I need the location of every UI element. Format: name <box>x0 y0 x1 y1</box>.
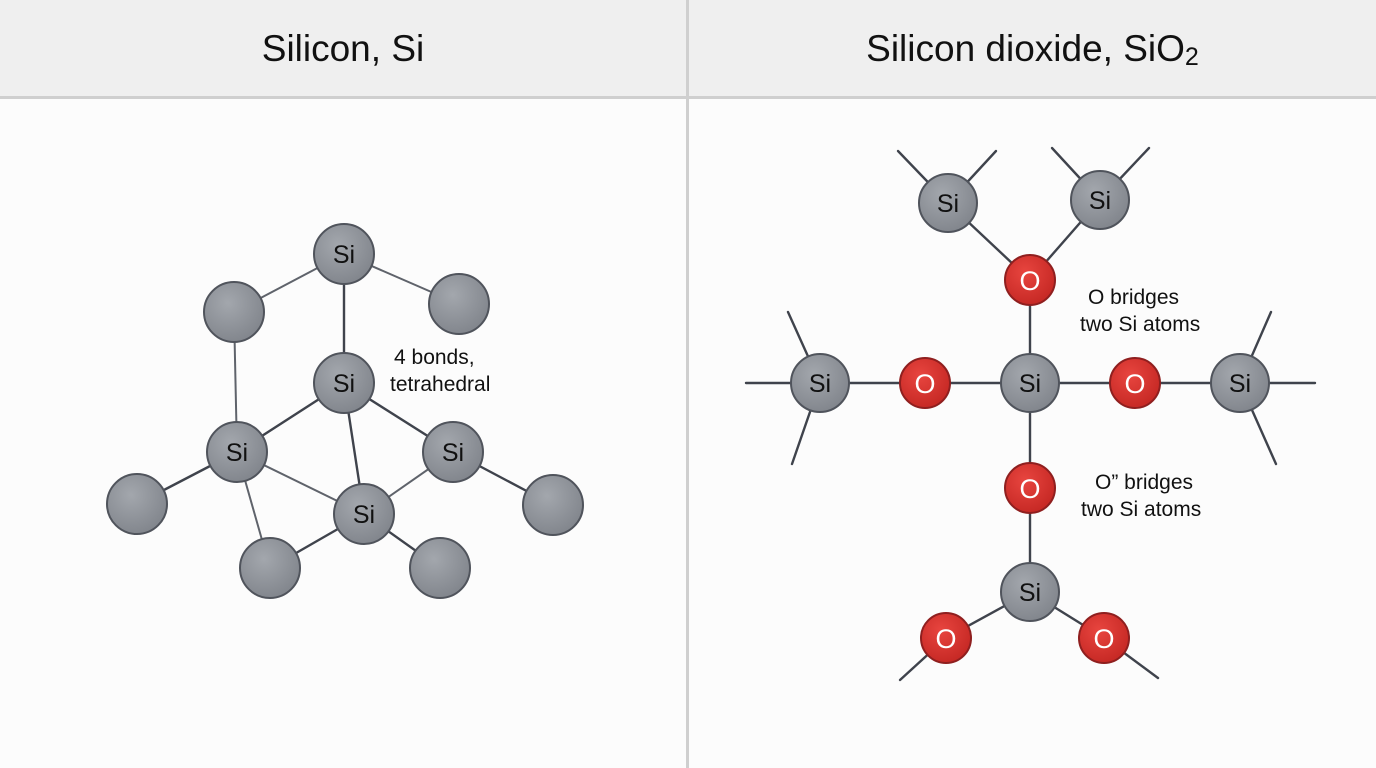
o-atom-label: O <box>935 624 956 654</box>
sio2-atoms: Si Si O Si O Si O Si O Si <box>790 170 1270 664</box>
silicon-structure: Si Si Si Si Si 4 bonds, tetrahedral <box>106 223 584 599</box>
si-atom <box>1000 562 1060 622</box>
neighbor-atom <box>203 281 265 343</box>
neighbor-atom <box>106 473 168 535</box>
si-atom-label: Si <box>442 439 464 467</box>
si-atom-label: Si <box>1089 187 1111 215</box>
si-atom-label: Si <box>937 190 959 218</box>
panel-divider <box>686 0 689 768</box>
neighbor-atom <box>522 474 584 536</box>
o-atom-label: O <box>914 369 935 399</box>
si-atom-label: Si <box>333 241 355 269</box>
o-atom <box>899 357 951 409</box>
si-atom-label: Si <box>353 501 375 529</box>
o-atom <box>920 612 972 664</box>
si-atom-label: Si <box>809 370 831 398</box>
si-atom-label: Si <box>1019 579 1041 607</box>
neighbor-atom <box>409 537 471 599</box>
annotation-o-bridges-bottom-line-1: O” bridges <box>1095 471 1193 494</box>
o-atom <box>1109 357 1161 409</box>
si-atom <box>1070 170 1130 230</box>
si-atom <box>1210 353 1270 413</box>
silicon-atoms: Si Si Si Si Si <box>106 223 584 599</box>
neighbor-atom <box>428 273 490 335</box>
annotation-tetrahedral-line-1: 4 bonds, <box>394 346 475 369</box>
annotation-tetrahedral-line-2: tetrahedral <box>390 373 490 396</box>
left-panel-title: Silicon, Si <box>261 28 425 69</box>
annotation-o-bridges-top-line-1: O bridges <box>1088 286 1179 309</box>
o-atom <box>1004 254 1056 306</box>
si-atom-label: Si <box>226 439 248 467</box>
si-atom-center <box>313 352 375 414</box>
si-atom-center <box>1000 353 1060 413</box>
annotation-o-bridges-top-line-2: two Si atoms <box>1080 313 1200 336</box>
si-atom-label: Si <box>1229 370 1251 398</box>
silicon-dioxide-structure: Si Si O Si O Si O Si O Si <box>744 146 1317 682</box>
o-atom-label: O <box>1124 369 1145 399</box>
si-atom <box>313 223 375 285</box>
si-atom <box>422 421 484 483</box>
si-atom-label: Si <box>1019 370 1041 398</box>
annotation-o-bridges-bottom-line-2: two Si atoms <box>1081 498 1201 521</box>
si-atom <box>333 483 395 545</box>
o-atom <box>1078 612 1130 664</box>
o-atom-label: O <box>1019 266 1040 296</box>
right-panel-title: Silicon dioxide, SiO2 <box>689 24 1376 74</box>
si-atom-label: Si <box>333 370 355 398</box>
o-atom-label: O <box>1093 624 1114 654</box>
o-atom-label: O <box>1019 474 1040 504</box>
neighbor-atom <box>239 537 301 599</box>
si-atom <box>918 173 978 233</box>
right-panel-title-main: Silicon dioxide, SiO <box>866 28 1185 69</box>
o-atom <box>1004 462 1056 514</box>
right-panel-title-subscript: 2 <box>1184 43 1199 71</box>
si-atom <box>206 421 268 483</box>
si-atom <box>790 353 850 413</box>
